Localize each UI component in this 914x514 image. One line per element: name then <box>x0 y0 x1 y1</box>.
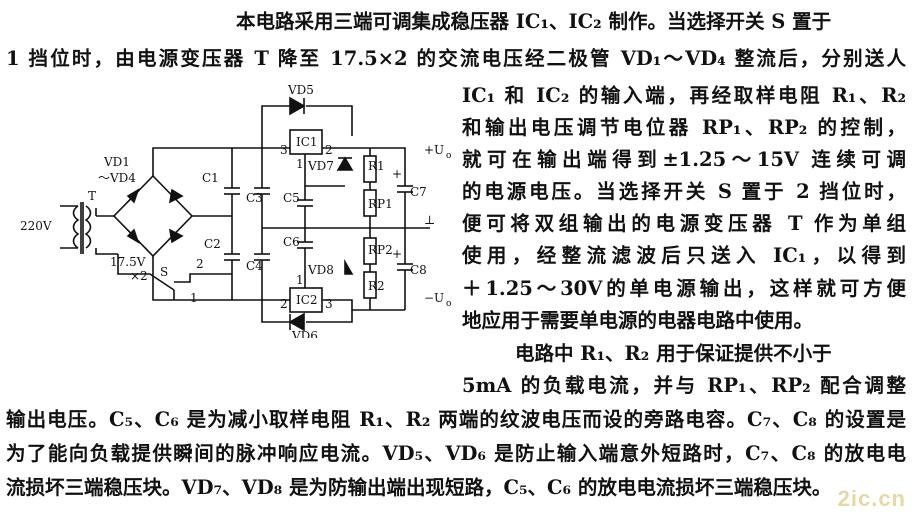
circuit-diagram: VD5 IC1 3 2 1 VD7 R1 RP1 C7 + +U o ⊥ C5 … <box>20 83 451 338</box>
output-negative: −U <box>424 291 444 305</box>
switch-label: S <box>160 265 168 279</box>
para2-line4: 为了能向负载提供瞬间的脉冲响应电流。VD₅、VD₆ 是防止输入端意外短路时，C₇… <box>6 442 906 465</box>
switch-pos-1: 1 <box>190 291 198 305</box>
vd5-diode-icon <box>289 96 306 116</box>
para1-line4: 和输出电压调节电位器 RP₁、RP₂ 的控制， <box>462 116 906 139</box>
para1-line9: ＋1.25～30V的单电源输出，这样就可方便 <box>462 277 906 300</box>
para1-line6: 的电源电压。当选择开关 S 置于 2 挡位时， <box>462 180 906 203</box>
para1-line5: 就可在输出端得到±1.25～15V 连续可调 <box>462 148 906 171</box>
transformer-label: T <box>88 189 96 203</box>
ic1-pin3: 3 <box>280 143 288 157</box>
c2-label: C2 <box>204 237 221 251</box>
output-negative-sub: o <box>446 299 451 309</box>
c5-label: C5 <box>283 191 300 205</box>
ic2-pin2: 2 <box>280 297 288 311</box>
secondary-voltage-label: 17.5V <box>110 255 146 269</box>
para1-line3: IC₁ 和 IC₂ 的输入端，再经取样电阻 R₁、R₂ <box>462 84 906 107</box>
para2-line1: 电路中 R₁、R₂ 用于保证提供不小于 <box>515 342 832 365</box>
r1-label: R1 <box>368 159 385 173</box>
vd5-label: VD5 <box>287 83 314 97</box>
para1-line8: 使用，经整流滤波后只送入 IC₁，以得到 <box>462 244 906 267</box>
vd6-diode-icon <box>288 312 305 332</box>
ic2-pin3: 3 <box>325 297 333 311</box>
para2-line2: 5mA 的负载电流，并与 RP₁、RP₂ 配合调整 <box>462 374 906 397</box>
c6-label: C6 <box>283 235 300 249</box>
ic1-block <box>289 129 323 155</box>
rp1-label: RP1 <box>368 197 393 211</box>
bridge-rectifier <box>112 174 194 258</box>
transformer-secondary <box>84 205 92 249</box>
c3-label: C3 <box>246 191 263 205</box>
vd4-diode-icon <box>168 228 184 244</box>
c7-label: C7 <box>410 185 427 199</box>
ic2-pin1: 1 <box>296 273 304 287</box>
para1-line7: 便可将双组输出的电源变压器 T 作为单组 <box>462 212 906 235</box>
output-positive-sub: o <box>446 151 451 161</box>
vd1-diode-icon <box>126 188 140 204</box>
watermark: 2ic.cn <box>837 486 906 511</box>
vd7-diode-icon <box>336 156 354 171</box>
para1-line1: 本电路采用三端可调集成稳压器 IC₁、IC₂ 制作。当选择开关 S 置于 <box>236 10 832 33</box>
para1-line10: 地应用于需要单电源的电器电路中使用。 <box>462 309 814 332</box>
vd3-diode-icon <box>126 228 140 244</box>
vd4-label: ～VD4 <box>98 171 136 185</box>
output-positive: +U <box>424 143 444 157</box>
c8-plus: + <box>392 247 402 261</box>
vd6-label: VD6 <box>291 329 318 338</box>
vd1-label: VD1 <box>103 155 130 169</box>
vd7-label: VD7 <box>307 159 334 173</box>
c7-plus: + <box>392 167 402 181</box>
mains-voltage-label: 220V <box>20 219 52 233</box>
rp2-label: RP2 <box>368 243 393 257</box>
para1-line2: 1 挡位时，由电源变压器 T 降至 17.5×2 的交流电压经二极管 VD₁～V… <box>6 47 906 70</box>
c1-label: C1 <box>202 171 219 185</box>
ic1-label: IC1 <box>296 135 318 149</box>
vd8-label: VD8 <box>307 263 334 277</box>
para2-line5: 流损坏三端稳压块。VD₇、VD₈ 是为防输出端出现短路，C₅、C₆ 的放电电流损… <box>6 476 832 499</box>
secondary-multiplier-label: ×2 <box>130 269 148 283</box>
ic1-pin2: 2 <box>325 143 333 157</box>
para2-line3: 输出电压。C₅、C₆ 是为减小取样电阻 R₁、R₂ 两端的纹波电压而设的旁路电容… <box>6 408 906 431</box>
r2-label: R2 <box>368 279 385 293</box>
ground-symbol: ⊥ <box>424 213 435 227</box>
transformer-primary <box>72 205 80 249</box>
c4-label: C4 <box>246 259 263 273</box>
vd2-diode-icon <box>168 188 184 204</box>
c8-label: C8 <box>410 263 427 277</box>
ic2-label: IC2 <box>296 293 318 307</box>
vd8-diode-icon <box>344 259 354 275</box>
ic1-pin1: 1 <box>296 157 304 171</box>
switch-pos-2: 2 <box>196 257 204 271</box>
